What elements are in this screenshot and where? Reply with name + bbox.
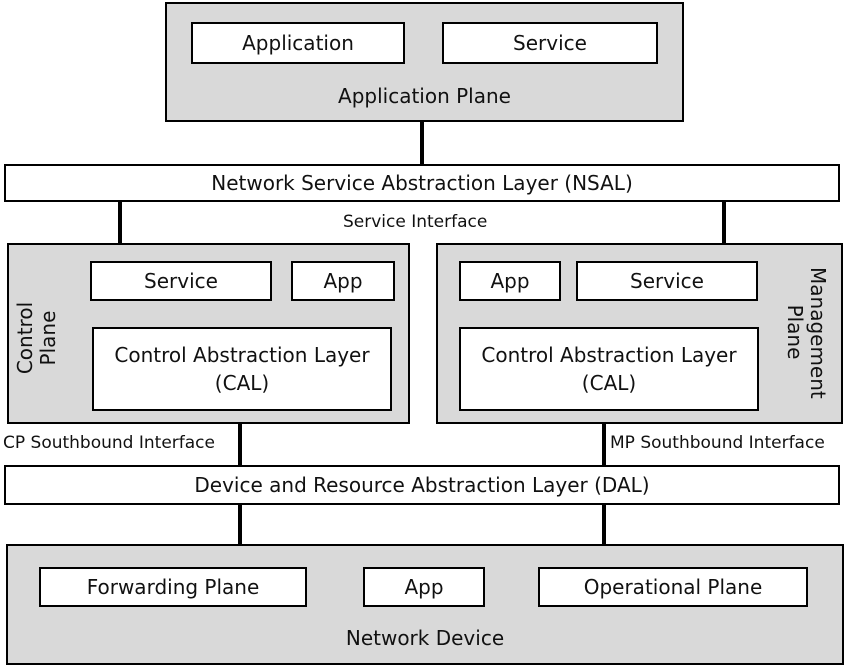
nd-app-label: App [404,575,444,599]
mp-southbound-label: MP Southbound Interface [610,433,825,453]
network-device: Forwarding Plane App Operational Plane N… [6,544,844,665]
cp-southbound-label: CP Southbound Interface [3,433,215,453]
control-plane-title-line2: Plane [36,310,60,366]
service-label: Service [513,31,587,55]
mp-cal-box: Control Abstraction Layer (CAL) [459,327,759,411]
application-plane-title: Application Plane [338,84,511,108]
operational-plane-box: Operational Plane [538,567,808,607]
nsal-layer: Network Service Abstraction Layer (NSAL) [4,164,840,202]
management-plane-title-line1: Management [806,267,830,399]
application-label: Application [242,31,354,55]
connector-nsal-management-plane [722,200,726,262]
forwarding-plane-label: Forwarding Plane [86,575,260,599]
connector-nsal-control-plane [118,200,122,262]
management-plane: App Service Control Abstraction Layer (C… [436,243,843,424]
management-plane-title-line2: Plane [783,304,807,360]
control-plane-title-line1: Control [13,301,37,375]
cp-cal-line2: (CAL) [214,371,270,395]
dal-label: Device and Resource Abstraction Layer (D… [194,473,650,497]
connector-mp-cal-dal [602,407,606,467]
connector-dal-operational [602,503,606,567]
mp-cal-line2: (CAL) [581,371,637,395]
dal-layer: Device and Resource Abstraction Layer (D… [4,465,840,505]
cp-service-label: Service [144,269,218,293]
management-plane-title: Management Plane [783,267,830,399]
service-box: Service [442,22,658,64]
connector-dal-forwarding [238,503,242,567]
cp-cal-box: Control Abstraction Layer (CAL) [92,327,392,411]
cp-service-box: Service [90,261,272,301]
cp-app-box: App [291,261,395,301]
mp-cal-line1: Control Abstraction Layer [481,343,737,367]
application-box: Application [191,22,405,64]
mp-app-label: App [490,269,530,293]
mp-app-box: App [459,261,561,301]
network-device-title: Network Device [345,626,505,650]
connector-app-plane-nsal [420,120,424,166]
forwarding-plane-box: Forwarding Plane [39,567,307,607]
control-plane-title: Control Plane [13,288,60,388]
connector-cp-cal-dal [238,407,242,467]
mp-service-label: Service [630,269,704,293]
mp-service-box: Service [576,261,758,301]
cp-cal-line1: Control Abstraction Layer [114,343,370,367]
control-plane: Service App Control Abstraction Layer (C… [7,243,410,424]
nsal-label: Network Service Abstraction Layer (NSAL) [211,171,633,195]
nd-app-box: App [363,567,485,607]
operational-plane-label: Operational Plane [583,575,763,599]
service-interface-label: Service Interface [343,212,488,232]
cp-app-label: App [323,269,363,293]
application-plane: Application Service Application Plane [165,2,684,122]
